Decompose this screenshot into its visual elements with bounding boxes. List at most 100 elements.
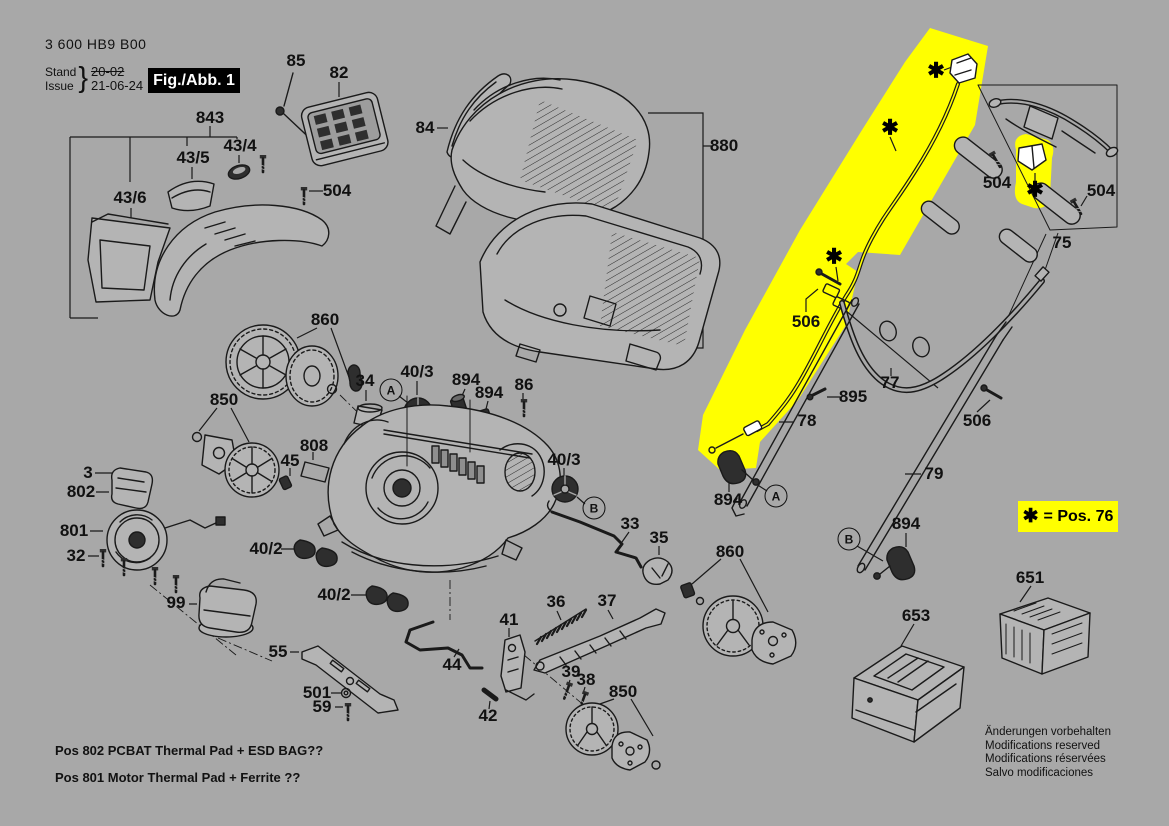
highlight-cable-band bbox=[698, 28, 1054, 470]
part-43-6-flap bbox=[88, 214, 170, 302]
note-pos-802: Pos 802 PCBAT Thermal Pad + ESD BAG?? bbox=[55, 743, 324, 758]
part-label-40-3-23: 40/3 bbox=[400, 362, 434, 381]
legend-text: = Pos. 76 bbox=[1043, 507, 1114, 525]
part-label-843-0: 843 bbox=[195, 108, 225, 127]
part-label-850-27: 850 bbox=[209, 390, 239, 409]
issue-label: Issue bbox=[45, 78, 74, 93]
part-40-3-hubcap-b bbox=[552, 476, 578, 502]
part-label-35-49: 35 bbox=[649, 528, 669, 547]
part-label-37-44: 37 bbox=[597, 591, 617, 610]
legend-asterisk-icon: ✱ bbox=[1022, 506, 1039, 527]
leader-lines bbox=[70, 67, 1087, 736]
figure-title-badge: Fig./Abb. 1 bbox=[148, 68, 240, 93]
part-36-spring bbox=[535, 609, 586, 644]
part-77-handle bbox=[842, 267, 1049, 390]
part-59-bolt bbox=[343, 701, 353, 722]
part-label-801-30: 801 bbox=[59, 521, 89, 540]
part-label-33-48: 33 bbox=[620, 514, 640, 533]
part-label-501-37: 501 bbox=[302, 683, 332, 702]
part-label-43-5-1: 43/5 bbox=[176, 148, 210, 167]
part-label-802-29: 802 bbox=[66, 482, 96, 501]
part-40-2-clips-a bbox=[294, 540, 337, 566]
notice-es: Salvo modificaciones bbox=[985, 766, 1094, 779]
part-75-handle-assembly bbox=[918, 85, 1119, 265]
part-860-front-wheels bbox=[226, 325, 362, 406]
part-grassbox-lid bbox=[436, 78, 650, 234]
part-label-504-9: 504 bbox=[982, 173, 1012, 192]
part-37-lever bbox=[534, 609, 665, 673]
part-label-59-38: 59 bbox=[312, 697, 332, 716]
part-895-screw bbox=[807, 389, 825, 400]
part-801-motor bbox=[107, 510, 225, 594]
part-label-32-31: 32 bbox=[66, 546, 86, 565]
part-label-38-46: 38 bbox=[576, 670, 596, 689]
part-label-504-10: 504 bbox=[1086, 181, 1116, 200]
part-99-mulch-plug bbox=[199, 579, 256, 637]
pos76-asterisk-marker-2: ✱ bbox=[825, 245, 843, 269]
part-label-40-3-51: 40/3 bbox=[547, 450, 581, 469]
part-grassbox-body bbox=[480, 203, 720, 370]
part-41-bracket bbox=[501, 635, 534, 700]
notice-fr: Modifications réservées bbox=[985, 753, 1106, 765]
part-894-lever-a bbox=[718, 451, 759, 486]
revision-block: Stand Issue } 20-02 21-06-24 bbox=[45, 62, 143, 95]
pos76-legend: ✱ = Pos. 76 bbox=[1018, 501, 1118, 532]
engineering-notes: Pos 802 PCBAT Thermal Pad + ESD BAG?? Po… bbox=[55, 737, 323, 791]
part-grassbox-vent-chip bbox=[626, 344, 660, 370]
pos76-asterisk-marker-1: ✱ bbox=[881, 116, 899, 140]
part-label-45-33: 45 bbox=[280, 451, 300, 470]
part-label-3-28: 3 bbox=[83, 463, 93, 482]
notice-en: Modifications reserved bbox=[985, 739, 1101, 752]
stand-value: 20-02 bbox=[91, 63, 125, 79]
part-label-84-7: 84 bbox=[415, 118, 435, 137]
part-42-pin bbox=[484, 690, 496, 699]
part-label-85-5: 85 bbox=[286, 51, 306, 70]
part-label-506-16: 506 bbox=[962, 411, 992, 430]
part-label-99-35: 99 bbox=[166, 593, 186, 612]
part-79-tube bbox=[856, 322, 1012, 574]
part-label-75-11: 75 bbox=[1052, 233, 1072, 252]
part-label-860-50: 860 bbox=[715, 542, 745, 561]
part-33-rod bbox=[548, 501, 641, 567]
notice-de: Änderungen vorbehalten bbox=[985, 726, 1111, 738]
part-501-washer bbox=[342, 689, 351, 698]
part-label-34-22: 34 bbox=[355, 371, 375, 390]
part-label-39-45: 39 bbox=[561, 662, 581, 681]
ref-marker-B-3: B bbox=[837, 527, 861, 551]
part-43-5-cover bbox=[168, 181, 214, 210]
part-main-deck bbox=[318, 396, 560, 572]
part-55-blade bbox=[302, 646, 398, 713]
part-45-sleeve bbox=[279, 475, 292, 490]
part-651-battery bbox=[1000, 598, 1090, 674]
part-label-82-6: 82 bbox=[329, 63, 349, 82]
part-label-504-4: 504 bbox=[322, 181, 352, 200]
part-35-bracket bbox=[643, 558, 672, 584]
ref-marker-B-1: B bbox=[582, 496, 606, 520]
part-label-894-18: 894 bbox=[891, 514, 921, 533]
pos76-asterisk-marker-3: ✱ bbox=[1026, 178, 1044, 202]
part-label-43-4-2: 43/4 bbox=[223, 136, 257, 155]
part-850-rear-wheel bbox=[566, 703, 660, 770]
part-76-cable bbox=[709, 54, 977, 453]
part-label-506-12: 506 bbox=[791, 312, 821, 331]
part-label-42-42: 42 bbox=[478, 706, 498, 725]
part-76-lever bbox=[1018, 144, 1046, 170]
part-78-tube bbox=[732, 297, 860, 516]
part-850-front-assembly bbox=[193, 433, 280, 498]
part-43-4-plug bbox=[227, 162, 252, 181]
part-label-860-21: 860 bbox=[310, 310, 340, 329]
part-860-rear-wheel bbox=[680, 582, 796, 664]
part-44-wire bbox=[406, 622, 482, 668]
part-label-79-17: 79 bbox=[924, 464, 944, 483]
part-label-36-43: 36 bbox=[546, 592, 566, 611]
part-label-40-2-34: 40/2 bbox=[249, 539, 283, 558]
part-label-653-20: 653 bbox=[901, 606, 931, 625]
pos76-asterisk-marker-0: ✱ bbox=[927, 59, 945, 83]
part-label-78-15: 78 bbox=[797, 411, 817, 430]
part-39-pin bbox=[559, 680, 575, 701]
modifications-notice: Änderungen vorbehalten Modifications res… bbox=[985, 726, 1111, 780]
part-label-86-26: 86 bbox=[514, 375, 534, 394]
part-653-charger bbox=[852, 646, 964, 742]
